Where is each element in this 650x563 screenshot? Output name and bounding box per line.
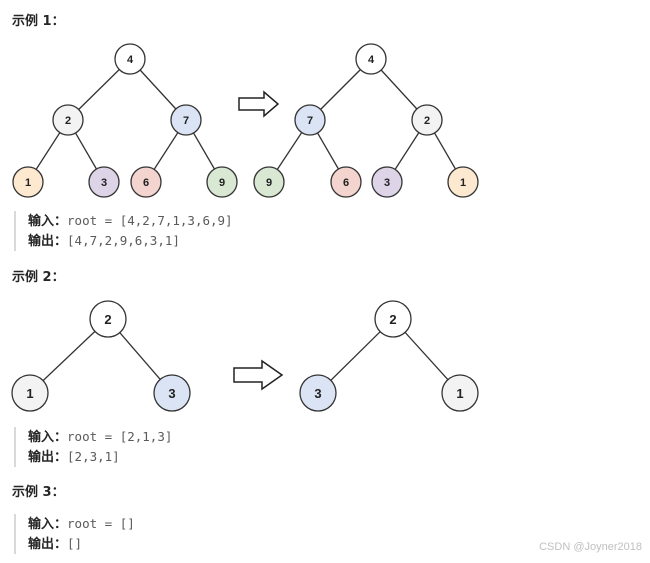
tree-node: 1	[441, 374, 479, 412]
tree-node: 9	[206, 166, 238, 198]
svg-text:2: 2	[424, 115, 430, 127]
tree-node: 1	[12, 166, 44, 198]
svg-text:2: 2	[104, 312, 111, 327]
example-1-heading: 示例 1：	[12, 14, 65, 29]
tree-node: 3	[88, 166, 120, 198]
svg-text:7: 7	[307, 115, 313, 127]
tree-node: 3	[299, 374, 337, 412]
input-value: root = [2,1,3]	[67, 429, 173, 444]
tree-node: 2	[89, 300, 127, 338]
svg-text:7: 7	[183, 115, 189, 127]
output-value: []	[67, 536, 83, 551]
input-line: 输入：root = [2,1,3]	[28, 427, 172, 447]
output-value: [4,7,2,9,6,3,1]	[67, 233, 180, 248]
example-2-arrow-icon	[233, 359, 284, 391]
svg-text:9: 9	[266, 177, 272, 189]
example-1-arrow-icon	[238, 90, 280, 118]
output-label: 输出：	[28, 234, 68, 249]
output-label: 输出：	[28, 537, 68, 552]
tree-node: 1	[447, 166, 479, 198]
example-1-code-block: 输入：root = [4,2,7,1,3,6,9] 输出：[4,7,2,9,6,…	[14, 211, 233, 251]
svg-text:3: 3	[384, 177, 390, 189]
output-line: 输出：[2,3,1]	[28, 447, 172, 467]
output-line: 输出：[]	[28, 534, 135, 554]
tree-node: 6	[330, 166, 362, 198]
output-line: 输出：[4,7,2,9,6,3,1]	[28, 231, 233, 251]
input-value: root = [4,2,7,1,3,6,9]	[67, 213, 233, 228]
tree-node: 2	[374, 300, 412, 338]
svg-text:1: 1	[456, 386, 463, 401]
output-value: [2,3,1]	[67, 449, 120, 464]
svg-text:3: 3	[101, 177, 107, 189]
svg-text:4: 4	[368, 54, 375, 66]
tree-node: 2	[52, 104, 84, 136]
tree-node: 4	[114, 43, 146, 75]
tree-node: 9	[253, 166, 285, 198]
output-label: 输出：	[28, 450, 68, 465]
tree-node: 3	[371, 166, 403, 198]
svg-text:2: 2	[65, 115, 71, 127]
input-line: 输入：root = [4,2,7,1,3,6,9]	[28, 211, 233, 231]
svg-text:1: 1	[26, 386, 33, 401]
tree-node: 6	[130, 166, 162, 198]
svg-text:1: 1	[25, 177, 31, 189]
svg-text:6: 6	[143, 177, 149, 189]
example-2-heading: 示例 2：	[12, 270, 65, 285]
tree-node: 7	[294, 104, 326, 136]
svg-text:3: 3	[168, 386, 175, 401]
svg-text:4: 4	[127, 54, 134, 66]
example-2-code-block: 输入：root = [2,1,3] 输出：[2,3,1]	[14, 427, 172, 467]
input-value: root = []	[67, 516, 135, 531]
svg-text:9: 9	[219, 177, 225, 189]
example-3-heading: 示例 3：	[12, 485, 65, 500]
input-line: 输入：root = []	[28, 514, 135, 534]
tree-node: 7	[170, 104, 202, 136]
input-label: 输入：	[28, 430, 68, 445]
svg-text:2: 2	[389, 312, 396, 327]
tree-node: 3	[153, 374, 191, 412]
tree-node: 1	[11, 374, 49, 412]
input-label: 输入：	[28, 214, 68, 229]
input-label: 输入：	[28, 517, 68, 532]
svg-text:3: 3	[314, 386, 321, 401]
svg-text:6: 6	[343, 177, 349, 189]
example-3-code-block: 输入：root = [] 输出：[]	[14, 514, 135, 554]
watermark: CSDN @Joyner2018	[539, 541, 642, 553]
tree-node: 2	[411, 104, 443, 136]
tree-node: 4	[355, 43, 387, 75]
svg-text:1: 1	[460, 177, 466, 189]
